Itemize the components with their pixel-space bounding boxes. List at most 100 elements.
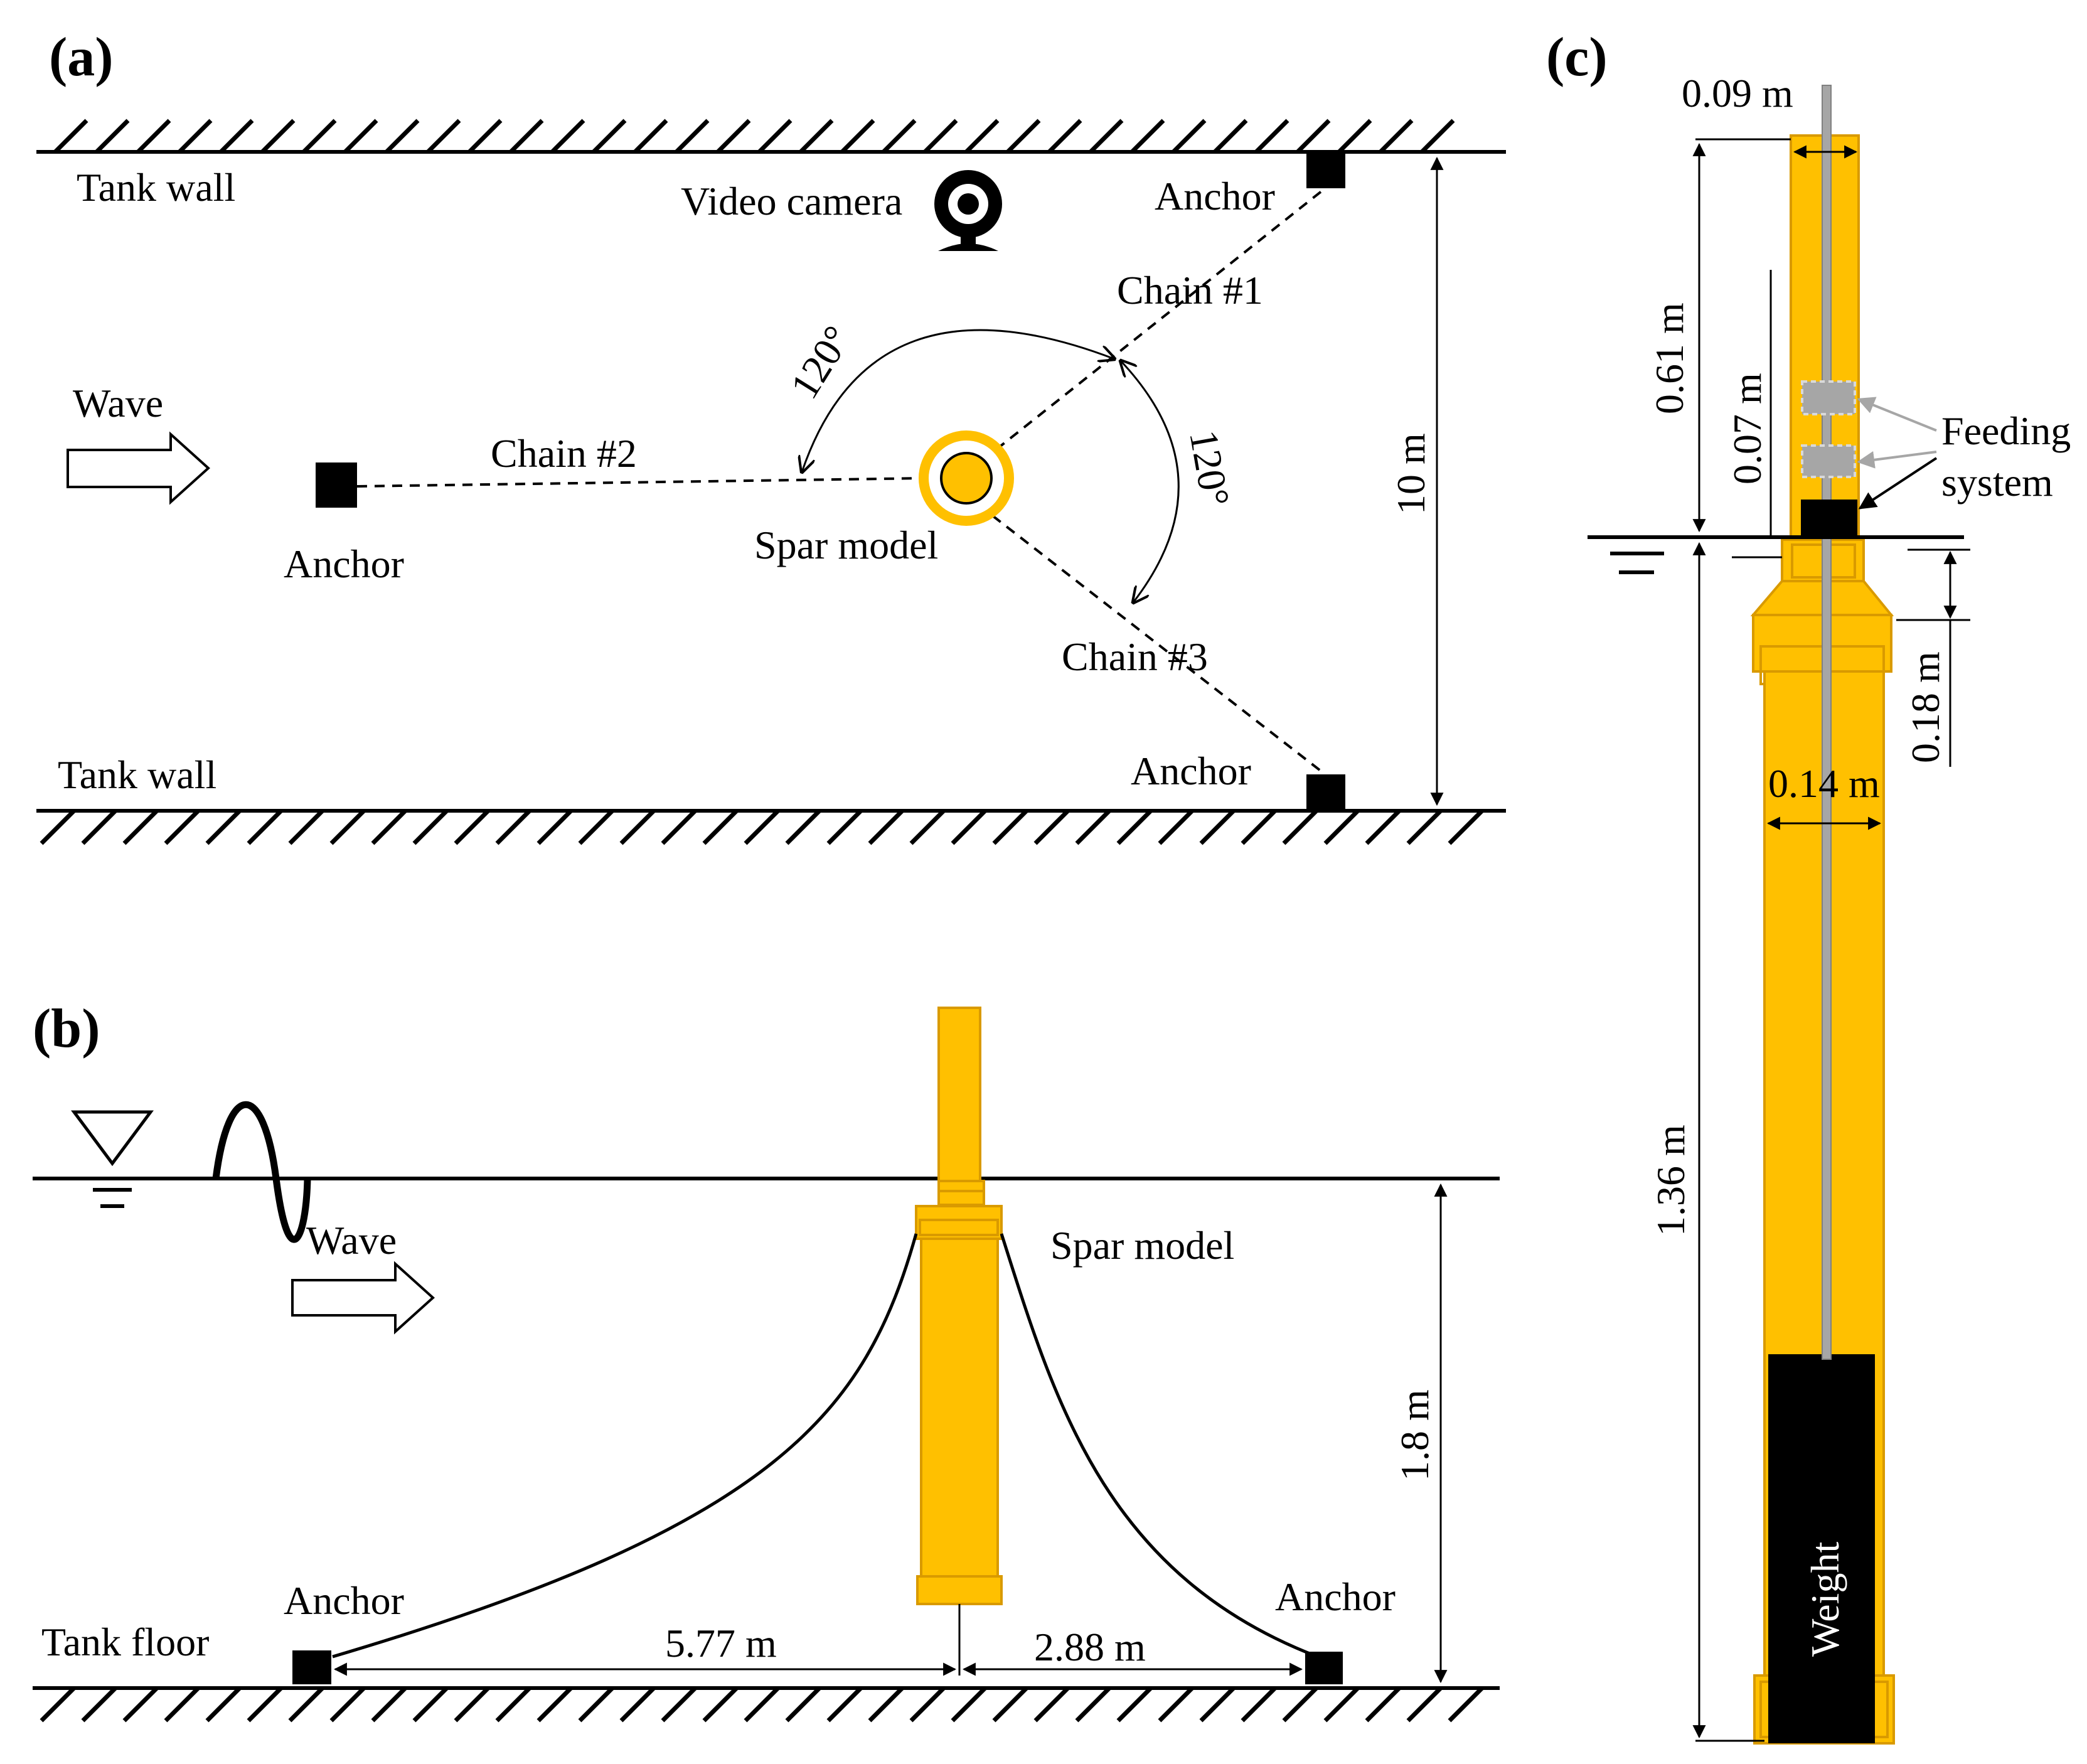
hatch-mark <box>1116 1686 1153 1723</box>
hatch-mark <box>40 809 76 845</box>
hatch-mark <box>702 1686 739 1723</box>
feeding-block-base <box>1801 500 1857 537</box>
hatch-mark <box>868 1686 904 1723</box>
panel-b: (b) Wave Spar model Anchor <box>33 998 1500 1723</box>
hatch-mark <box>1406 1686 1443 1723</box>
hatch-mark <box>1116 809 1153 845</box>
hatch-mark <box>536 809 573 845</box>
tank-wall-bottom-hatch <box>40 809 1484 845</box>
hatch-mark <box>619 809 656 845</box>
hatch-mark <box>1282 809 1318 845</box>
anchor-left-label: Anchor <box>284 542 404 586</box>
hatch-mark <box>1323 1686 1360 1723</box>
panel-a: (a) Tank wall Tank wall Video camera Anc… <box>36 27 1506 845</box>
hatch-mark <box>675 119 710 154</box>
hatch-mark <box>951 1686 987 1723</box>
chain-1-line <box>995 187 1326 451</box>
hatch-mark <box>53 119 88 154</box>
hatch-mark <box>1406 809 1443 845</box>
width-dimension-label: 10 m <box>1389 433 1433 515</box>
hatch-mark <box>578 1686 614 1723</box>
panel-a-label: (a) <box>49 27 114 88</box>
hatch-mark <box>1365 1686 1401 1723</box>
hatch-mark <box>1199 809 1236 845</box>
hatch-mark <box>329 1686 366 1723</box>
wave-icon-b <box>212 1101 311 1243</box>
hatch-mark <box>371 1686 407 1723</box>
panel-c: (c) Weight Feeding system <box>1546 27 2071 1745</box>
hatch-mark <box>1254 119 1289 154</box>
hatch-mark <box>1448 1686 1484 1723</box>
angle-arc-upper <box>802 329 1114 472</box>
tank-wall-top-label: Tank wall <box>77 165 235 210</box>
hatch-mark <box>81 1686 117 1723</box>
hatch-mark <box>371 809 407 845</box>
hatch-mark <box>964 119 1000 154</box>
hatch-mark <box>909 1686 946 1723</box>
hatch-mark <box>578 809 614 845</box>
mooring-line-left <box>332 1233 918 1659</box>
hatch-mark <box>840 119 875 154</box>
hatch-mark <box>1323 809 1360 845</box>
center-rod <box>1822 85 1832 1360</box>
anchor-right-b <box>1305 1652 1343 1684</box>
dist-right-label: 2.88 m <box>1034 1625 1146 1669</box>
hatch-mark <box>454 809 490 845</box>
hatch-mark <box>1241 1686 1277 1723</box>
hatch-mark <box>992 1686 1028 1723</box>
hatch-mark <box>1379 119 1414 154</box>
hatch-mark <box>1158 1686 1194 1723</box>
angle-upper-label: 120° <box>782 318 860 407</box>
hatch-mark <box>744 1686 780 1723</box>
water-level-icon <box>71 1110 154 1208</box>
wave-label-a: Wave <box>73 381 163 425</box>
hatch-mark <box>164 1686 200 1723</box>
hatch-mark <box>95 119 130 154</box>
hatch-mark <box>909 809 946 845</box>
hatch-mark <box>1075 1686 1111 1723</box>
hatch-mark <box>785 1686 821 1723</box>
hatch-mark <box>826 1686 863 1723</box>
hatch-mark <box>744 809 780 845</box>
feeding-system-label-2: system <box>1941 460 2053 505</box>
hatch-mark <box>1337 119 1372 154</box>
hatch-mark <box>412 1686 449 1723</box>
hatch-mark <box>467 119 503 154</box>
hatch-mark <box>247 809 283 845</box>
hatch-mark <box>923 119 958 154</box>
hatch-mark <box>951 809 987 845</box>
hatch-mark <box>619 1686 656 1723</box>
hatch-mark <box>329 809 366 845</box>
hatch-mark <box>1006 119 1041 154</box>
hatch-mark <box>454 1686 490 1723</box>
angle-arc-right <box>1121 361 1180 602</box>
dist-left-label: 5.77 m <box>665 1621 777 1665</box>
chain-2-label: Chain #2 <box>491 431 637 476</box>
feeding-spacing-label: 0.07 m <box>1725 373 1769 484</box>
hatch-mark <box>592 119 627 154</box>
panel-b-label: (b) <box>33 998 100 1059</box>
hatch-mark <box>882 119 917 154</box>
hatch-mark <box>288 809 324 845</box>
spar-model-top-view <box>940 452 993 505</box>
tank-floor-hatch <box>40 1686 1484 1723</box>
hatch-mark <box>343 119 378 154</box>
hatch-mark <box>495 809 531 845</box>
hatch-mark <box>81 809 117 845</box>
lower-length-label: 1.36 m <box>1648 1125 1693 1236</box>
draft-collar-label: 0.18 m <box>1903 651 1948 763</box>
spar-model-label-a: Spar model <box>754 523 938 567</box>
hatch-mark <box>785 809 821 845</box>
hatch-mark <box>205 809 242 845</box>
hatch-mark <box>426 119 461 154</box>
hatch-mark <box>136 119 171 154</box>
hatch-mark <box>288 1686 324 1723</box>
upper-length-label: 0.61 m <box>1647 302 1692 414</box>
hatch-mark <box>1075 809 1111 845</box>
anchor-top-right-label: Anchor <box>1155 174 1275 218</box>
hatch-mark <box>633 119 668 154</box>
feeding-system-label-1: Feeding <box>1941 409 2071 453</box>
hatch-mark <box>992 809 1028 845</box>
hatch-mark <box>757 119 793 154</box>
